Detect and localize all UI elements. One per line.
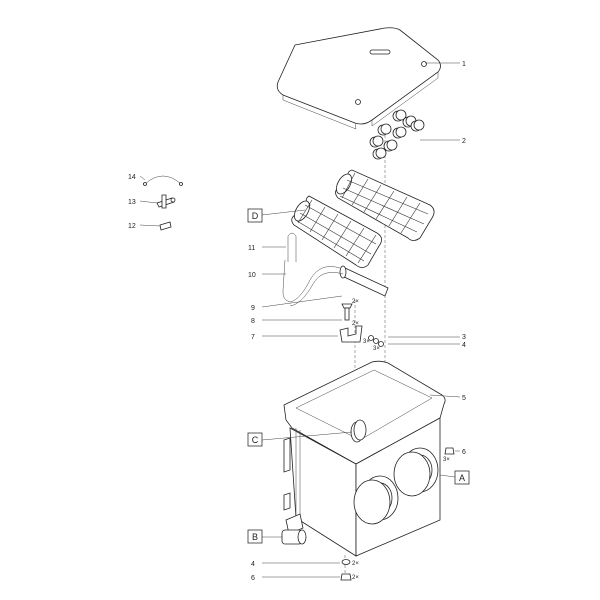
leader-lines (139, 62, 461, 578)
part-number-11: 11 (248, 245, 255, 252)
part-number-12: 12 (128, 223, 136, 230)
filter-basket-d (291, 195, 382, 268)
callout-b-label: B (252, 532, 258, 542)
part-number-9: 9 (251, 305, 255, 312)
callout-box-c: C (247, 432, 263, 447)
bracket-part (339, 325, 363, 343)
qty-9: 2× (352, 299, 359, 305)
qty-4-bottom: 2× (352, 561, 359, 567)
part-number-8: 8 (251, 318, 255, 325)
qty-3: 3× (363, 339, 370, 345)
spray-bar-part (282, 259, 389, 307)
part-number-6-bottom: 6 (251, 575, 255, 582)
qty-6: 3× (443, 457, 450, 463)
part-number-10: 10 (248, 272, 256, 279)
part-14-clip (143, 175, 183, 186)
lid-part (276, 27, 441, 130)
qty-6-bottom: 2× (352, 575, 359, 581)
hose-hook-part (287, 232, 297, 262)
part-13-valve (156, 194, 176, 209)
filter-box-part (283, 360, 446, 557)
part-number-3: 3 (462, 334, 466, 341)
callout-c-label: C (252, 435, 259, 445)
bottom-oring-part (341, 559, 351, 565)
part-number-2: 2 (462, 138, 466, 145)
part-number-6: 6 (462, 449, 466, 456)
callout-a-label: A (459, 473, 465, 483)
side-plug-part-6 (444, 447, 455, 455)
part-number-1: 1 (462, 61, 466, 68)
filter-basket-upper (335, 169, 435, 241)
grommets-part (369, 109, 425, 160)
screws-part (341, 303, 353, 321)
part-number-7: 7 (251, 334, 255, 341)
qty-8: 2× (352, 321, 359, 327)
part-number-5: 5 (462, 395, 466, 402)
callout-box-a: A (454, 470, 470, 485)
small-fittings-part (368, 335, 384, 347)
callout-d-label: D (252, 211, 259, 221)
part-number-4-bottom: 4 (251, 561, 255, 568)
part-number-14: 14 (128, 174, 136, 181)
side-valve-b (281, 513, 307, 545)
qty-4: 3× (373, 346, 380, 352)
part-number-13: 13 (128, 199, 136, 206)
bottom-plug-part (340, 573, 352, 581)
part-12-nozzle (159, 221, 172, 231)
callout-box-b: B (247, 529, 263, 544)
part-number-4: 4 (462, 342, 466, 349)
callout-box-d: D (247, 208, 263, 223)
